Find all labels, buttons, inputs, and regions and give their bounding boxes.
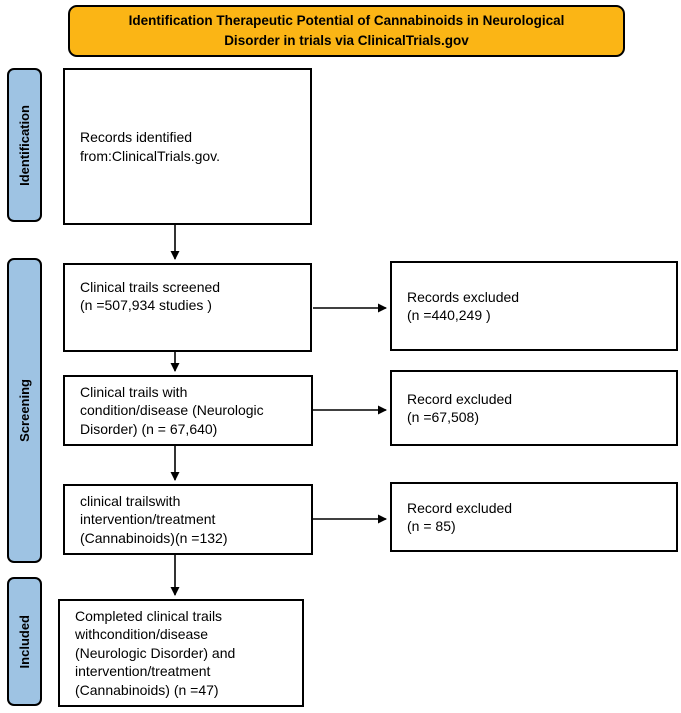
excluded-box-records-excluded-1: Records excluded (n =440,249 ) (390, 261, 678, 351)
excluded-box-records-excluded-3-text: Record excluded (n = 85) (407, 499, 513, 534)
excluded-box-records-excluded-2: Record excluded (n =67,508) (390, 370, 678, 446)
flow-box-condition-disease: Clinical trails with condition/disease (… (63, 375, 313, 446)
stage-label-included-text: Included (17, 614, 32, 669)
flow-box-trials-screened-text: Clinical trails screened (n =507,934 stu… (80, 279, 221, 314)
stage-label-screening: Screening (7, 258, 42, 563)
flow-box-records-identified: Records identified from:ClinicalTrials.g… (63, 68, 312, 225)
flow-box-completed-trials-text: Completed clinical trails withcondition/… (75, 607, 236, 698)
stage-label-screening-text: Screening (17, 379, 32, 442)
flow-box-trials-screened: Clinical trails screened (n =507,934 stu… (63, 263, 312, 352)
excluded-box-records-excluded-3: Record excluded (n = 85) (390, 482, 678, 552)
flow-box-records-identified-text: Records identified from:ClinicalTrials.g… (80, 129, 221, 164)
diagram-title-banner: Identification Therapeutic Potential of … (68, 5, 625, 57)
flow-box-intervention-treatment: clinical trailswith intervention/treatme… (63, 484, 313, 555)
stage-label-identification: Identification (7, 68, 42, 222)
excluded-box-records-excluded-1-text: Records excluded (n =440,249 ) (407, 288, 520, 323)
flow-box-completed-trials: Completed clinical trails withcondition/… (58, 599, 304, 707)
excluded-box-records-excluded-2-text: Record excluded (n =67,508) (407, 390, 513, 425)
stage-label-identification-text: Identification (17, 104, 32, 186)
flow-box-condition-disease-text: Clinical trails with condition/disease (… (80, 383, 264, 437)
flow-box-intervention-treatment-text: clinical trailswith intervention/treatme… (80, 492, 228, 546)
stage-label-included: Included (7, 577, 42, 706)
